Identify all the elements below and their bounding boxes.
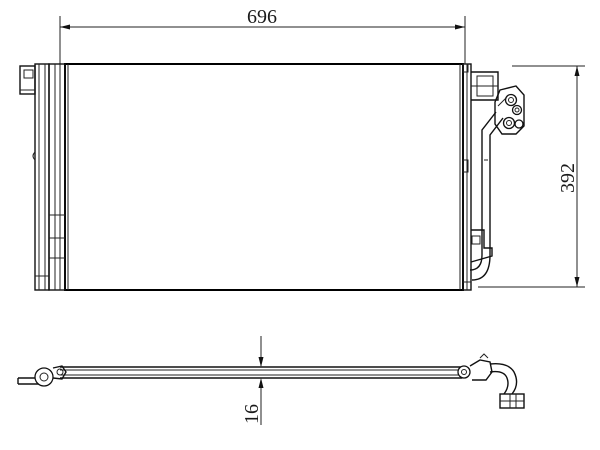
height-dimension: 392: [478, 65, 585, 288]
top-mounting-bracket: [471, 71, 499, 101]
side-view-left-end: [17, 365, 67, 387]
side-view-right-end: [457, 353, 525, 409]
left-header-tank: [19, 63, 66, 291]
width-dimension-label: 696: [247, 6, 277, 28]
height-dimension-label: 392: [557, 163, 579, 193]
width-dimension: 696: [59, 6, 466, 64]
side-view: 16: [17, 336, 525, 425]
side-view-body: [60, 366, 462, 379]
refrigerant-pipe: [469, 111, 504, 281]
bottom-mounting-bracket: [470, 229, 493, 263]
front-view: 696 392: [19, 6, 585, 291]
connection-block: [494, 85, 525, 135]
thickness-dimension: 16: [241, 336, 264, 425]
condenser-core: [64, 63, 464, 291]
right-header-tank: [462, 63, 472, 291]
thickness-dimension-label: 16: [241, 404, 263, 424]
